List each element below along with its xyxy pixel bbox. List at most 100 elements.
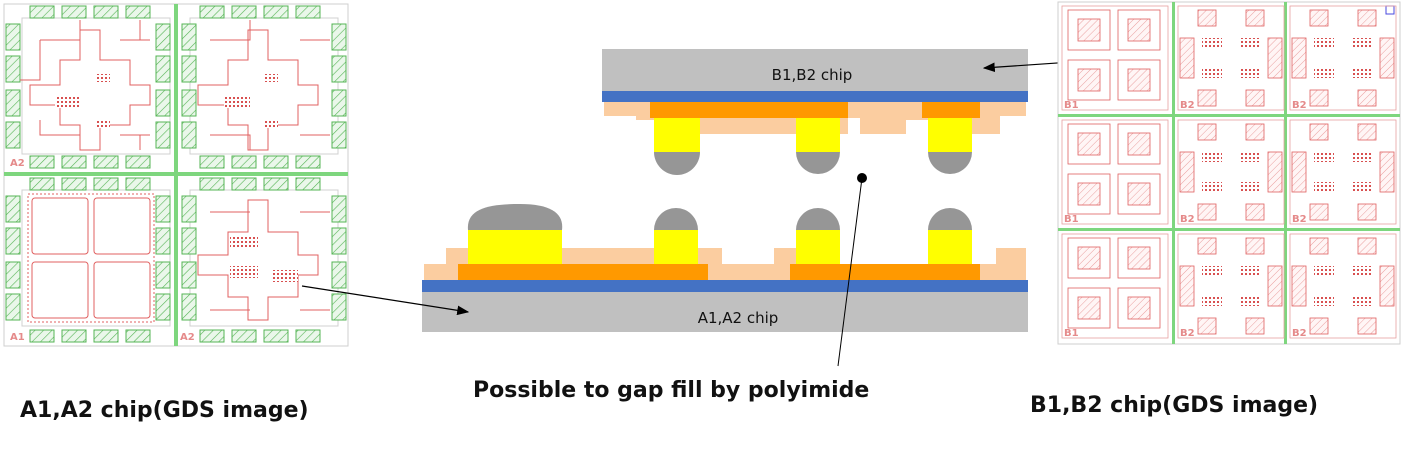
top-solder-1 (654, 152, 700, 175)
gds-b1-pad (1077, 182, 1101, 206)
cross-section: B1,B2 chip A1,A2 chip (422, 49, 1028, 367)
gds-b2-small-pad (1357, 9, 1377, 27)
gds-b2-side-bar (1179, 151, 1195, 193)
gds-a1-large-pads (27, 193, 155, 323)
gds-cell-outline (1061, 5, 1169, 111)
gds-cell-label: B2 (1180, 100, 1195, 111)
top-chip-substrate (602, 49, 1028, 91)
bottom-bump-3 (796, 230, 840, 264)
gds-pads-side-columns (5, 23, 347, 321)
gds-b2-small-pad (1245, 237, 1265, 255)
gds-b1-pad (1127, 18, 1151, 42)
gds-b2-dotted-block (1202, 266, 1222, 276)
gds-b1-pad-frame (1117, 287, 1161, 329)
bottom-pad-right (790, 264, 980, 280)
gds-b2-dotted-block (1352, 182, 1372, 192)
gds-b2-small-pad (1309, 237, 1329, 255)
gds-b2-small-pad (1357, 203, 1377, 221)
gds-cell-label: B2 (1180, 328, 1195, 339)
gds-b2-side-bar (1291, 37, 1307, 79)
gds-b2-side-bar (1291, 151, 1307, 193)
gds-b2-dotted-block (1240, 266, 1260, 276)
gds-b1-pad-frame (1067, 173, 1111, 215)
gds-cell-outline (1061, 233, 1169, 339)
gds-b2-dotted-block (1202, 38, 1222, 48)
bottom-chip-label: A1,A2 chip (698, 309, 779, 327)
gds-b2-small-pad (1245, 123, 1265, 141)
gds-cell-label: B1 (1064, 100, 1079, 111)
gds-b2-dotted-block (1352, 296, 1372, 306)
gds-red-wiring (20, 20, 330, 321)
gds-b2-dotted-block (1314, 296, 1334, 306)
gds-cell-outline (1289, 5, 1397, 111)
gds-cell-label: B1 (1064, 214, 1079, 225)
top-solder-3 (928, 152, 972, 174)
gds-b2-dotted-block (1240, 68, 1260, 78)
gds-b1-pad-frame (1067, 9, 1111, 51)
bottom-solder-1 (467, 204, 563, 230)
top-bump-1 (654, 118, 700, 152)
gds-b2-small-pad (1245, 89, 1265, 107)
gds-b2-dotted-block (1314, 152, 1334, 162)
bottom-pad-left (458, 264, 708, 280)
gds-b1-pad (1127, 246, 1151, 270)
bottom-solder-2 (654, 208, 698, 230)
gds-b1-pad-frame (1067, 287, 1111, 329)
gds-b1-pad-frame (1067, 59, 1111, 101)
gds-b2-small-pad (1309, 123, 1329, 141)
gds-b2-dotted-block (1202, 68, 1222, 78)
gds-b2-small-pad (1197, 317, 1217, 335)
gds-b2-small-pad (1309, 9, 1329, 27)
gds-cell-label: B2 (1292, 100, 1307, 111)
top-chip-wiring-layer (602, 91, 1028, 102)
gds-b2-dotted-block (1314, 38, 1334, 48)
gds-b1-pad-frame (1117, 173, 1161, 215)
bottom-solder-4 (928, 208, 972, 230)
gds-b2-side-bar (1267, 37, 1283, 79)
gds-b1-pad-frame (1117, 123, 1161, 165)
gds-b2-dotted-block (1202, 182, 1222, 192)
top-pad-left (650, 102, 848, 118)
gds-b2-dotted-block (1202, 152, 1222, 162)
gds-b2-side-bar (1291, 265, 1307, 307)
right-gds-caption: B1,B2 chip(GDS image) (1030, 393, 1319, 418)
gds-b2-small-pad (1197, 89, 1217, 107)
gds-label-a2-lower: A2 (180, 332, 195, 343)
gds-b2-dotted-block (1314, 266, 1334, 276)
gds-cell-outline (1061, 119, 1169, 225)
bottom-solder-3 (796, 208, 840, 230)
gds-b2-dotted-block (1352, 38, 1372, 48)
gds-b1-pad (1127, 182, 1151, 206)
bottom-bump-2 (654, 230, 698, 264)
bottom-chip-wiring-layer (422, 280, 1028, 292)
top-chip-label: B1,B2 chip (772, 66, 853, 84)
gds-cell-label: B2 (1292, 328, 1307, 339)
gap-fill-leader-line (837, 177, 863, 367)
gds-b2-side-bar (1379, 151, 1395, 193)
gap-fill-caption: Possible to gap fill by polyimide (473, 378, 870, 403)
gds-b2-side-bar (1267, 151, 1283, 193)
gds-image-a1-a2: A2 A1 A2 (3, 3, 349, 347)
gds-b2-dotted-block (1240, 152, 1260, 162)
arrow-a-chip (301, 285, 470, 316)
gds-b1-pad (1077, 132, 1101, 156)
gds-cell-outline (1289, 233, 1397, 339)
gds-b2-small-pad (1245, 9, 1265, 27)
gds-b2-side-bar (1179, 265, 1195, 307)
gds-b2-small-pad (1357, 123, 1377, 141)
gds-b2-small-pad (1309, 89, 1329, 107)
gds-b2-small-pad (1245, 203, 1265, 221)
gds-cell-outline (1289, 119, 1397, 225)
gds-cell-outline (1177, 119, 1285, 225)
top-solder-2 (796, 152, 840, 174)
gds-b2-dotted-block (1240, 182, 1260, 192)
bottom-bump-1 (468, 230, 562, 264)
gds-label-a2-upper: A2 (10, 158, 25, 169)
gds-cell-label: B1 (1064, 328, 1079, 339)
gds-b2-dotted-block (1314, 182, 1334, 192)
gds-b2-small-pad (1309, 317, 1329, 335)
gds-b1-pad-frame (1067, 237, 1111, 279)
gds-b1-pad-frame (1117, 59, 1161, 101)
